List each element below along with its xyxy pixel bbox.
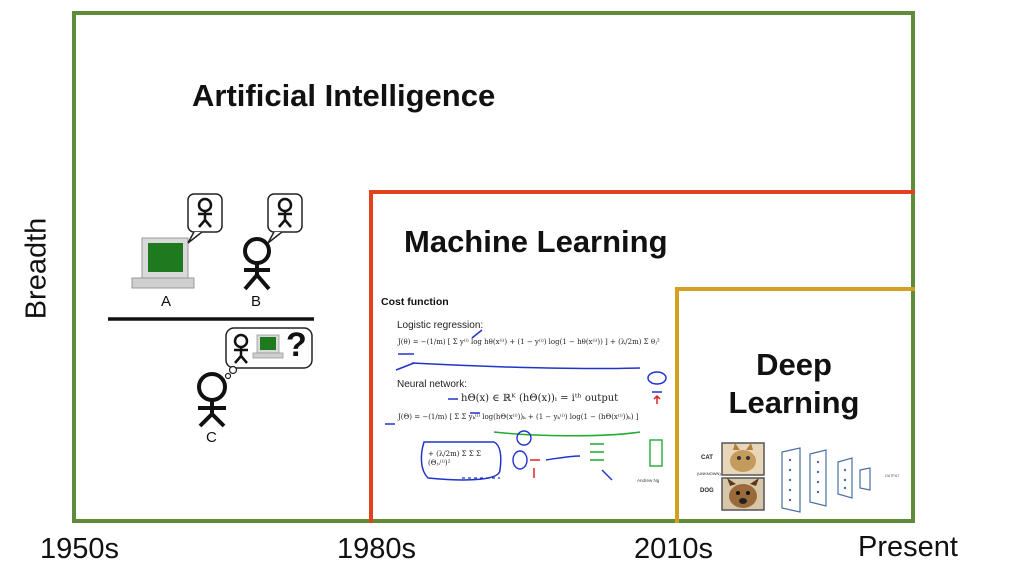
slide-credit: Andrew Ng [637, 478, 660, 483]
speech-bubble-a-icon [187, 193, 223, 244]
question-mark: ? [286, 326, 307, 364]
nn-regularization-formula: + (λ/2m) Σ Σ Σ (Θⱼᵢ⁽ˡ⁾)² [428, 450, 481, 467]
x-tick-2010s: 2010s [634, 533, 714, 565]
handwritten-annotations [385, 329, 667, 481]
person-b-icon [243, 237, 271, 291]
speech-bubble-b-icon [267, 193, 303, 244]
nn-cost-formula: J(Θ) = −(1/m) [ Σ Σ yₖ⁽ⁱ⁾ log(hΘ(x⁽ⁱ⁾))ₖ… [398, 413, 639, 421]
cnn-label-output: OUTPUT [885, 474, 900, 478]
ai-region [72, 11, 915, 523]
ml-region [369, 190, 915, 523]
label-a: A [161, 293, 172, 310]
ml-title: Machine Learning [404, 224, 668, 259]
cnn-diagram [721, 442, 871, 513]
person-c-icon [197, 372, 227, 428]
neural-network-label: Neural network: [397, 379, 468, 390]
nn-output-formula: hΘ(x) ∈ ℝᴷ (hΘ(x))ᵢ = iᵗʰ output [461, 393, 619, 404]
label-c: C [206, 429, 217, 446]
x-tick-present: Present [858, 531, 958, 563]
dl-region [675, 287, 915, 523]
cnn-label-dog: DOG [700, 488, 714, 494]
dl-title: Deep Learning [728, 347, 860, 420]
logistic-regression-label: Logistic regression: [397, 320, 484, 331]
logistic-formula: J(θ) = −(1/m) [ Σ y⁽ⁱ⁾ log hθ(x⁽ⁱ⁾) + (1… [398, 338, 660, 346]
cnn-label-unknown: (UNKNOWN) [697, 471, 721, 476]
cost-function-heading: Cost function [381, 296, 449, 308]
label-b: B [251, 293, 262, 310]
x-tick-1950s: 1950s [40, 533, 120, 565]
ai-title: Artificial Intelligence [192, 78, 496, 113]
thought-bubble-c-icon [224, 327, 313, 380]
computer-a-icon [131, 237, 195, 289]
cnn-label-cat: CAT [701, 455, 713, 461]
x-tick-1980s: 1980s [337, 533, 417, 565]
